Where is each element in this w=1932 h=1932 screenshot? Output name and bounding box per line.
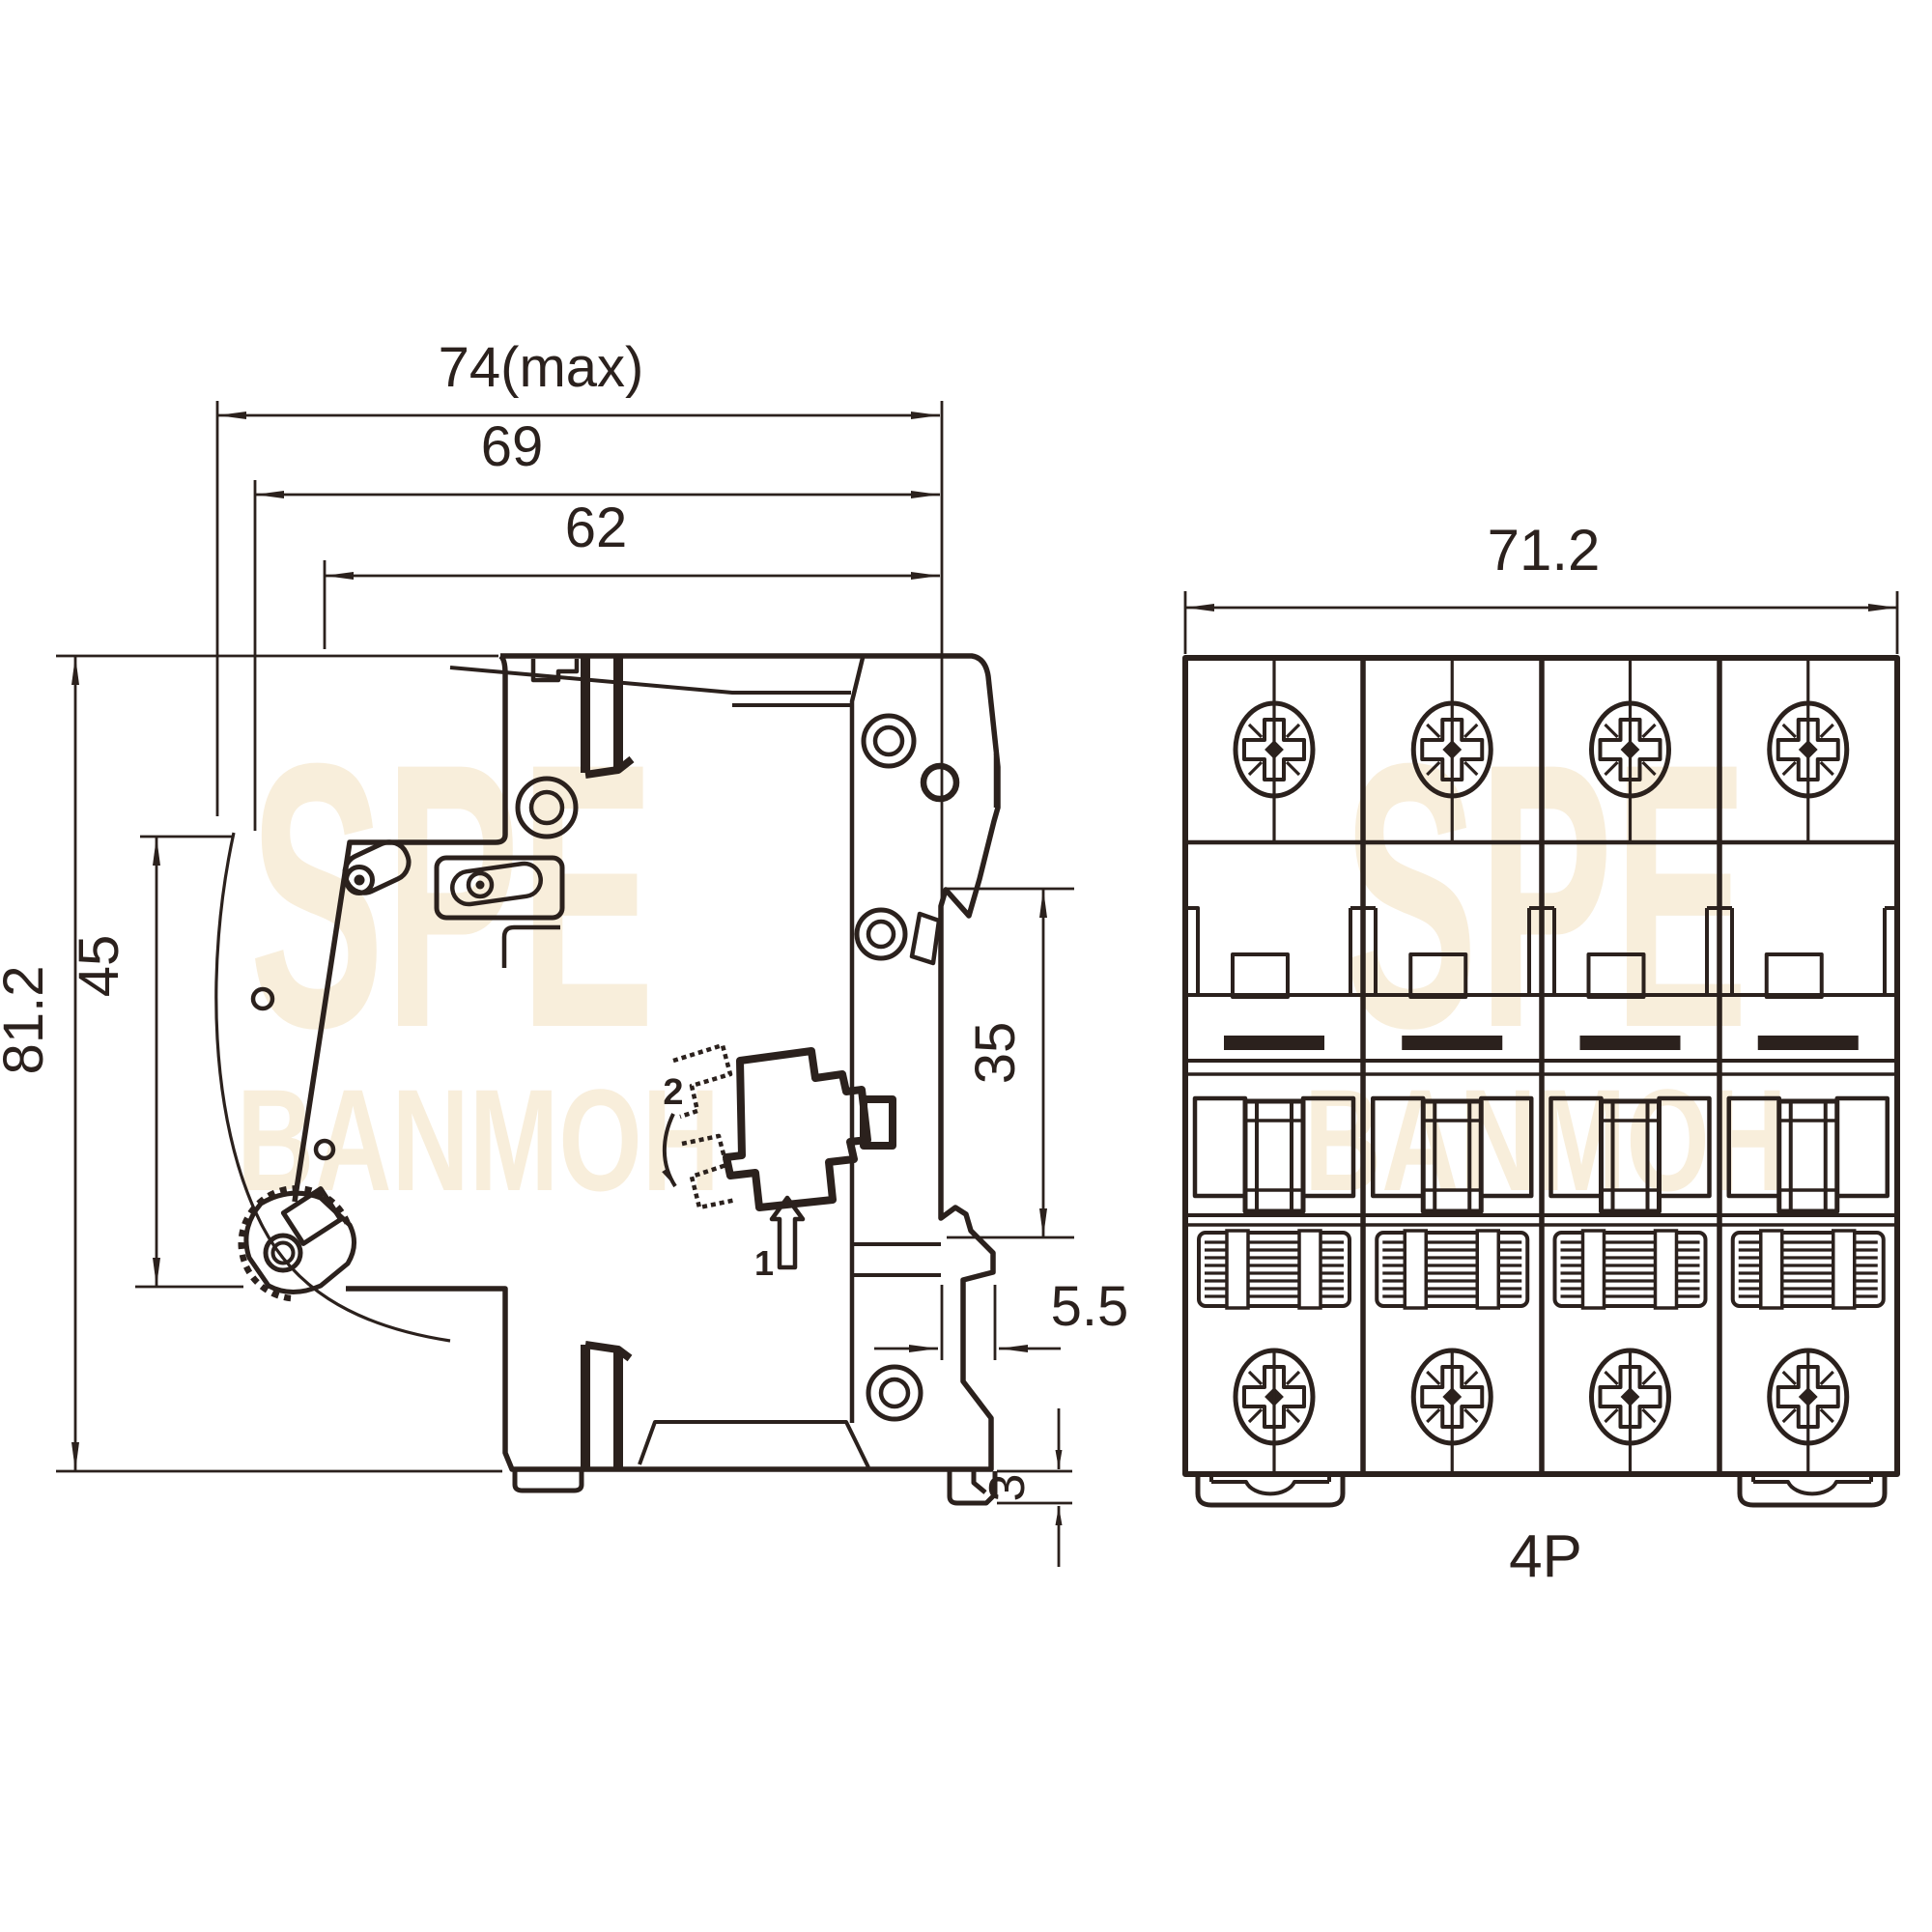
dim-3: 3 [980,1474,1036,1502]
busbar-slot-top [581,658,635,779]
side-body-outline [346,653,1001,1472]
front-view-caption: 4P [1509,1523,1582,1590]
busbar-slot-bottom [581,1341,633,1469]
detail-step1-label: 1 [754,1243,774,1283]
mount-up-arrow [769,1195,806,1270]
barrier-tabs [1185,906,1897,995]
dim-62: 62 [565,497,628,559]
dim-69: 69 [481,415,544,478]
trip-cam [238,1185,356,1302]
rivet-bosses [250,713,960,1422]
side-back-face [849,657,866,1423]
side-view-dimensions: 74(max) 69 62 81.2 45 35 5.5 3 [0,336,1128,1567]
side-front-face [292,653,508,1203]
rotate-arrow [662,1113,677,1188]
side-view: 2 1 [214,653,1001,1506]
toggle-swing-arc [214,832,451,1343]
side-foot-left [512,1471,584,1493]
watermark-left: SPE BANMOH [237,685,720,1221]
din-rail-detail: 2 1 [662,1042,896,1283]
side-foot-right [947,1471,998,1506]
dim-74max: 74(max) [439,336,644,399]
detail-step2-label: 2 [663,1072,683,1113]
toggle-lock-pad [342,839,412,895]
dim-81.2: 81.2 [0,966,55,1075]
dim-71.2: 71.2 [1488,518,1601,582]
front-view-dimensions: 71.2 4P [1183,518,1899,1590]
dim-45: 45 [68,935,130,998]
dim-35: 35 [964,1022,1027,1085]
top-notch-block [530,659,580,683]
front-view [1182,655,1900,1505]
dim-5.5: 5.5 [1051,1275,1129,1338]
interlock-plate [434,855,565,968]
